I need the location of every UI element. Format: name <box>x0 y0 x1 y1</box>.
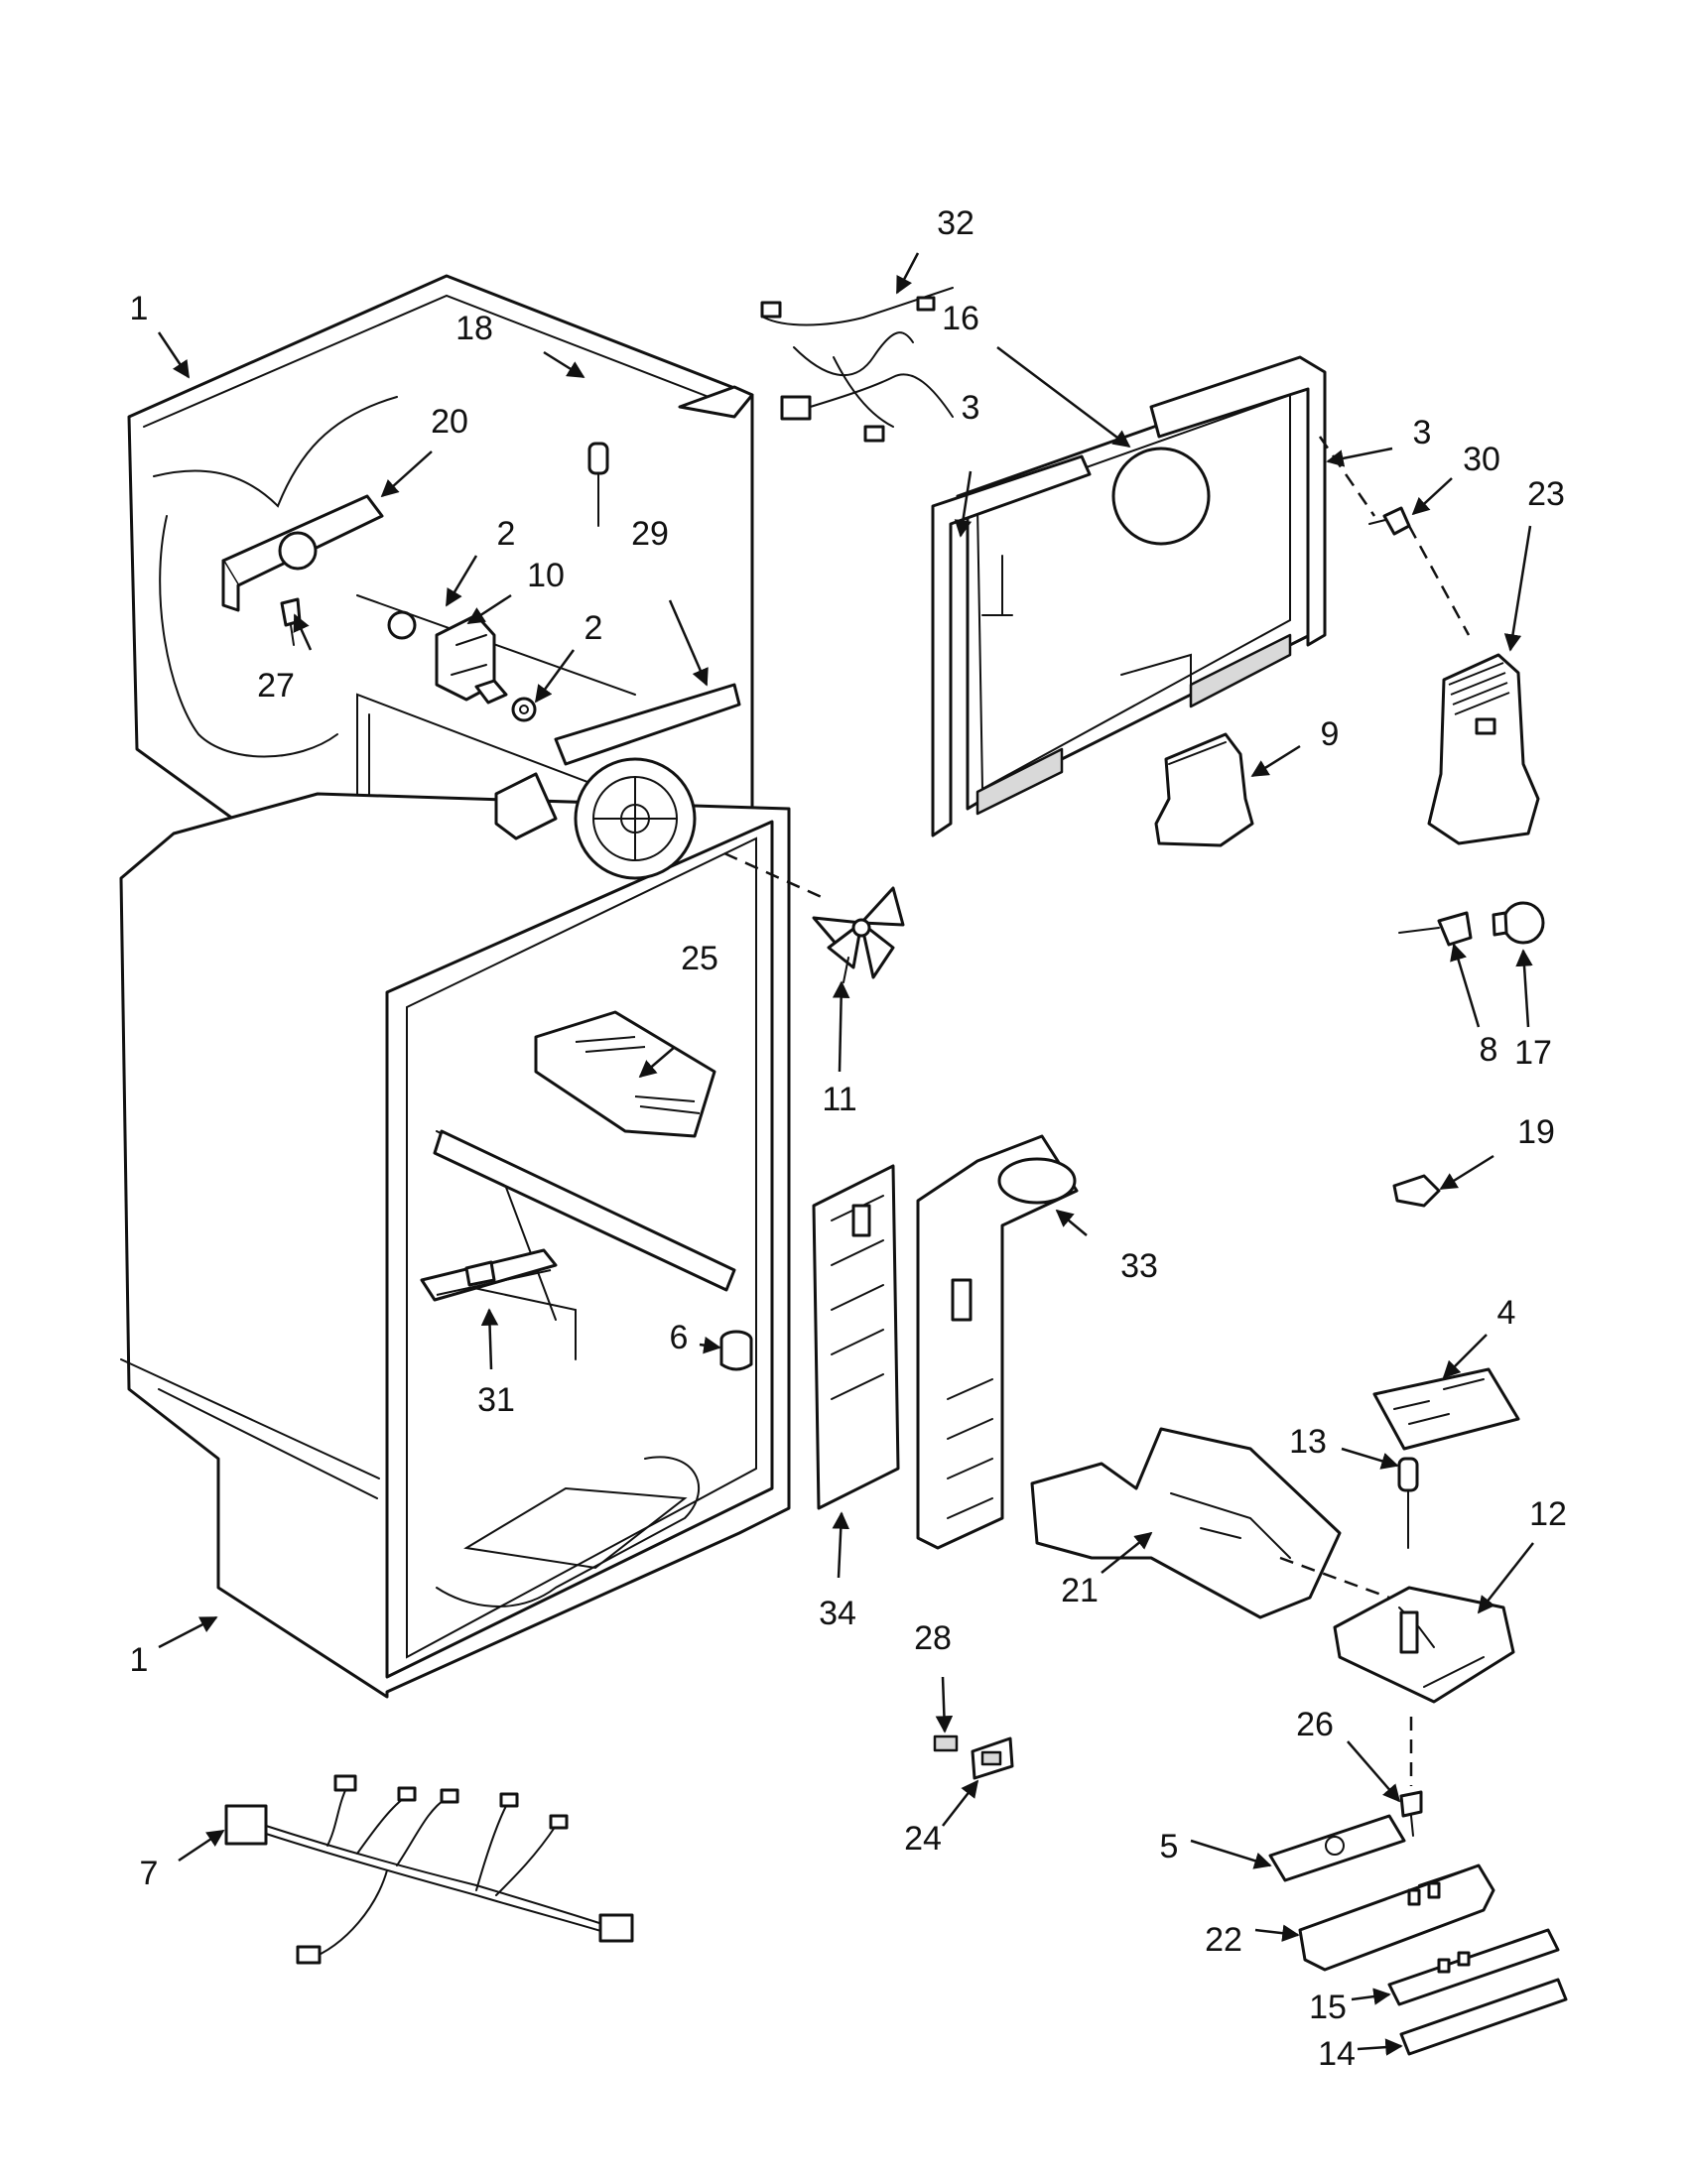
callout-24: 24 <box>904 1820 942 1858</box>
mullion <box>812 1164 900 1510</box>
callout-4: 4 <box>1497 1294 1516 1332</box>
callout-1a: 1 <box>130 290 149 327</box>
callout-2b: 2 <box>584 609 603 647</box>
callout-3a: 3 <box>962 389 980 427</box>
light-bulb <box>1492 901 1545 945</box>
bracket <box>221 494 384 612</box>
callout-18: 18 <box>455 310 493 347</box>
callout-6: 6 <box>670 1319 689 1356</box>
callout-21: 21 <box>1061 1572 1099 1609</box>
callout-9: 9 <box>1321 715 1340 753</box>
cap <box>387 610 417 640</box>
light-socket <box>1398 911 1473 947</box>
callout-28: 28 <box>914 1619 952 1657</box>
callout-1b: 1 <box>130 1641 149 1679</box>
label-small <box>933 1734 959 1752</box>
evaporator-cover <box>956 373 1312 816</box>
damper-control <box>435 613 508 705</box>
callout-17: 17 <box>1514 1034 1552 1072</box>
callout-32: 32 <box>937 204 974 242</box>
callout-33: 33 <box>1120 1247 1158 1285</box>
callout-13: 13 <box>1289 1423 1327 1461</box>
callout-26: 26 <box>1296 1706 1334 1743</box>
thermistor-lower <box>1397 1457 1419 1549</box>
callout-20: 20 <box>431 403 468 441</box>
callout-7: 7 <box>140 1855 159 1892</box>
wiring-harness <box>224 1774 634 1965</box>
callout-3b: 3 <box>1413 414 1432 451</box>
callout-23: 23 <box>1527 475 1565 513</box>
callout-12: 12 <box>1529 1495 1567 1533</box>
fan-shroud <box>494 683 741 880</box>
thermistor <box>587 442 609 527</box>
callout-25: 25 <box>681 940 718 977</box>
air-tower <box>916 1134 1079 1550</box>
label <box>971 1736 1014 1780</box>
fan-blade <box>812 886 905 983</box>
air-duct <box>1154 732 1254 847</box>
door-switch <box>1392 1174 1441 1208</box>
callout-11: 11 <box>822 1081 856 1118</box>
callout-29: 29 <box>631 515 669 553</box>
fan-harness <box>760 287 954 443</box>
callout-5: 5 <box>1160 1828 1179 1865</box>
callout-2a: 2 <box>497 515 516 553</box>
control-housing <box>1333 1586 1515 1704</box>
vent-cover <box>534 1010 716 1138</box>
callout-19: 19 <box>1517 1113 1555 1151</box>
electronic-control <box>1268 1814 1406 1882</box>
gasket-left <box>931 454 1092 837</box>
control-overlay <box>1387 1928 1560 2006</box>
damper-plug <box>719 1330 753 1371</box>
callout-14: 14 <box>1318 2035 1356 2073</box>
cover-screw <box>1368 506 1411 536</box>
callout-10: 10 <box>527 557 565 594</box>
control-console <box>1298 1863 1495 1972</box>
crisper-control <box>420 1248 558 1302</box>
refrigerator-liner <box>119 792 791 1699</box>
control-lens <box>1399 1978 1568 2056</box>
gasket-right <box>1149 355 1327 647</box>
callout-27: 27 <box>257 667 295 705</box>
callout-15: 15 <box>1309 1989 1347 2026</box>
callout-22: 22 <box>1205 1921 1242 1959</box>
callout-30: 30 <box>1463 441 1500 478</box>
mounting-screw <box>1399 1790 1423 1837</box>
callout-31: 31 <box>477 1381 515 1419</box>
control-board <box>1372 1367 1520 1451</box>
light-housing <box>1427 653 1540 845</box>
callout-8: 8 <box>1480 1031 1498 1069</box>
knob-cap <box>511 697 537 722</box>
callout-34: 34 <box>819 1595 856 1632</box>
callout-16: 16 <box>942 300 979 337</box>
air-duct-lower <box>1030 1427 1342 1619</box>
